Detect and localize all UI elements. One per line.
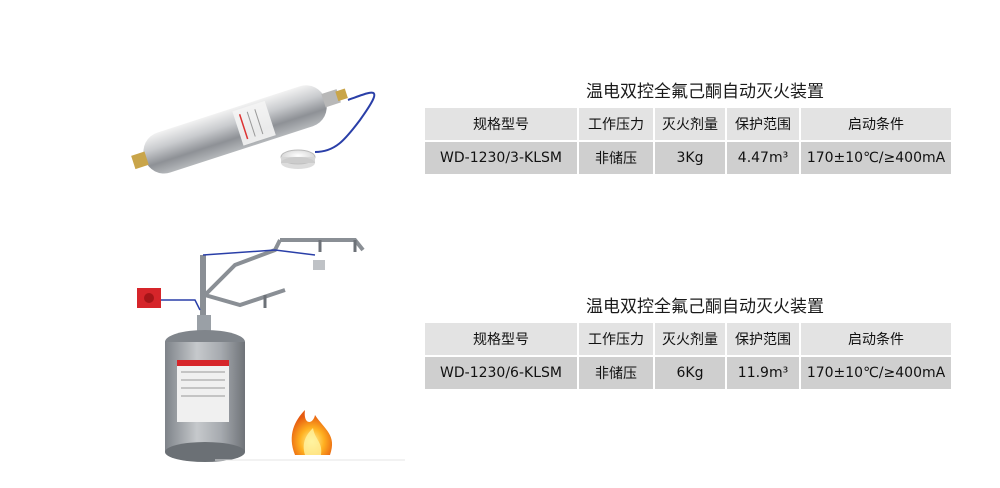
spec-block-2: 温电双控全氟己酮自动灭火装置 规格型号 工作压力 灭火剂量 保护范围 启动条件 … [425, 293, 955, 391]
value-agent-amount: 3Kg [655, 142, 725, 174]
header-model: 规格型号 [425, 323, 577, 355]
product-image-cylinder-horizontal [120, 60, 420, 190]
value-protection-range: 4.47m³ [727, 142, 799, 174]
value-protection-range: 11.9m³ [727, 357, 799, 389]
value-model: WD-1230/3-KLSM [425, 142, 577, 174]
spec-table: 规格型号 工作压力 灭火剂量 保护范围 启动条件 WD-1230/3-KLSM … [423, 106, 953, 176]
spec-value-row: WD-1230/6-KLSM 非储压 6Kg 11.9m³ 170±10℃/≥4… [425, 357, 951, 389]
header-agent-amount: 灭火剂量 [655, 108, 725, 140]
header-protection-range: 保护范围 [727, 108, 799, 140]
value-agent-amount: 6Kg [655, 357, 725, 389]
value-pressure: 非储压 [579, 357, 653, 389]
value-pressure: 非储压 [579, 142, 653, 174]
header-pressure: 工作压力 [579, 108, 653, 140]
spec-value-row: WD-1230/3-KLSM 非储压 3Kg 4.47m³ 170±10℃/≥4… [425, 142, 951, 174]
product-title: 温电双控全氟己酮自动灭火装置 [586, 82, 824, 102]
header-model: 规格型号 [425, 108, 577, 140]
header-pressure: 工作压力 [579, 323, 653, 355]
product-image-cylinder-system [115, 220, 415, 480]
spec-table: 规格型号 工作压力 灭火剂量 保护范围 启动条件 WD-1230/6-KLSM … [423, 321, 953, 391]
header-start-condition: 启动条件 [801, 323, 951, 355]
value-start-condition: 170±10℃/≥400mA [801, 357, 951, 389]
value-start-condition: 170±10℃/≥400mA [801, 142, 951, 174]
spec-header-row: 规格型号 工作压力 灭火剂量 保护范围 启动条件 [425, 323, 951, 355]
value-model: WD-1230/6-KLSM [425, 357, 577, 389]
product-title: 温电双控全氟己酮自动灭火装置 [586, 297, 824, 317]
header-start-condition: 启动条件 [801, 108, 951, 140]
header-agent-amount: 灭火剂量 [655, 323, 725, 355]
spec-header-row: 规格型号 工作压力 灭火剂量 保护范围 启动条件 [425, 108, 951, 140]
header-protection-range: 保护范围 [727, 323, 799, 355]
spec-block-1: 温电双控全氟己酮自动灭火装置 规格型号 工作压力 灭火剂量 保护范围 启动条件 … [425, 78, 955, 176]
